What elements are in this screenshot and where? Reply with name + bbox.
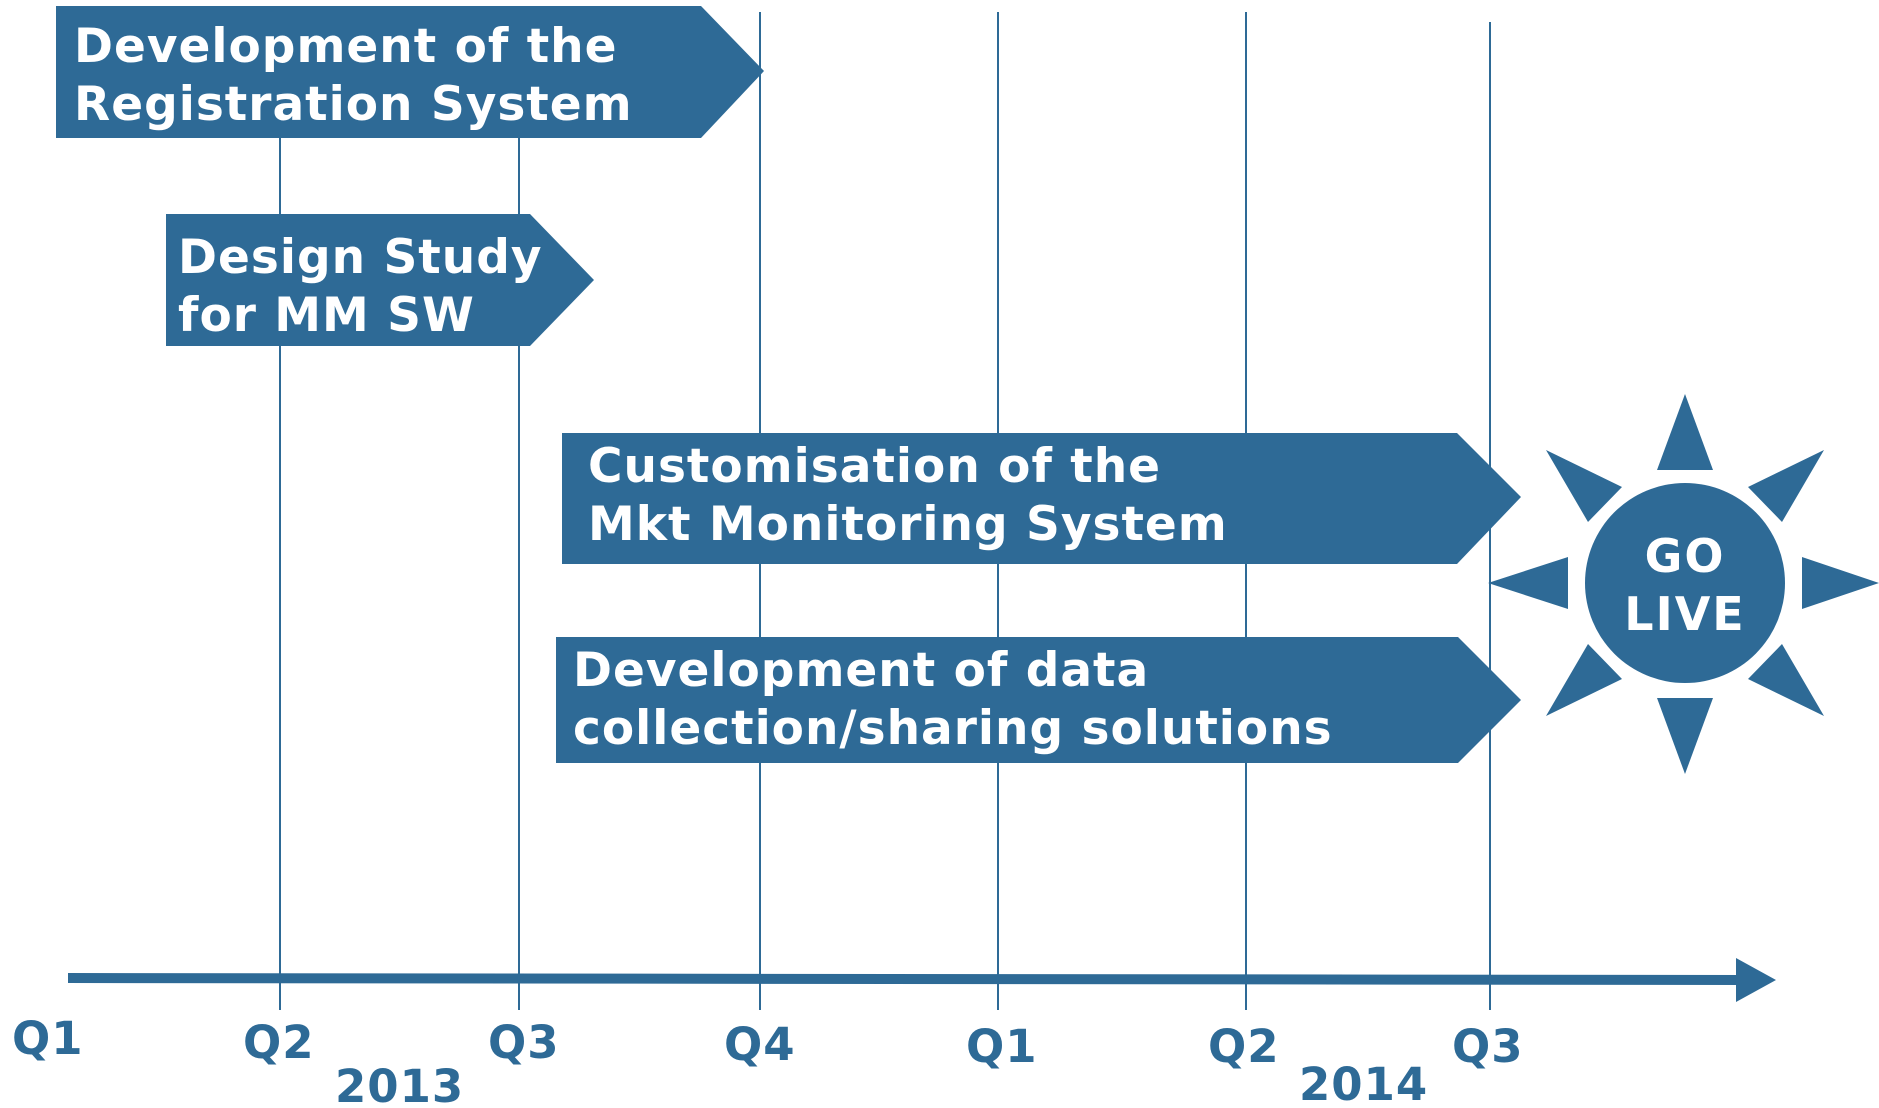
sun-icon [1488,394,1879,774]
phase-label-registration-line-1: Development of the [74,19,618,74]
phase-label-design-study-line-1: Design Study [178,230,543,285]
phase-label-registration-line-2: Registration System [74,77,633,132]
phase-label-design-study-line-2: for MM SW [178,288,475,343]
phase-label-customisation: Customisation of the Mkt Monitoring Syst… [588,438,1228,554]
quarter-label: Q2 [243,1016,315,1069]
timeline-arrowhead [1736,958,1776,1002]
timeline-axis [67,973,1745,985]
quarter-label: Q1 [966,1020,1038,1073]
year-label-2013: 2013 [335,1060,465,1108]
quarter-label: Q2 [1208,1020,1280,1073]
quarter-label: Q4 [724,1018,796,1071]
go-live-line-2: LIVE [1624,587,1746,641]
phase-arrow-design-study [166,214,594,346]
phase-arrow-registration [56,6,764,138]
phase-label-data-collection-line-2: collection/sharing solutions [573,701,1333,756]
phase-arrow-data-collection [556,637,1521,763]
go-live-label: GO LIVE [1585,527,1785,643]
year-label-2014: 2014 [1299,1058,1429,1108]
phase-label-registration: Development of the Registration System [74,18,633,134]
phase-label-customisation-line-1: Customisation of the [588,439,1162,494]
phase-label-data-collection-line-1: Development of data [573,643,1150,698]
quarter-label: Q1 [12,1012,84,1065]
go-live-line-1: GO [1644,529,1726,583]
quarter-label: Q3 [1452,1020,1524,1073]
phase-label-data-collection: Development of data collection/sharing s… [573,642,1333,758]
phase-label-design-study: Design Study for MM SW [178,229,543,345]
quarter-label: Q3 [488,1016,560,1069]
phase-arrow-customisation [562,433,1521,564]
phase-label-customisation-line-2: Mkt Monitoring System [588,497,1228,552]
